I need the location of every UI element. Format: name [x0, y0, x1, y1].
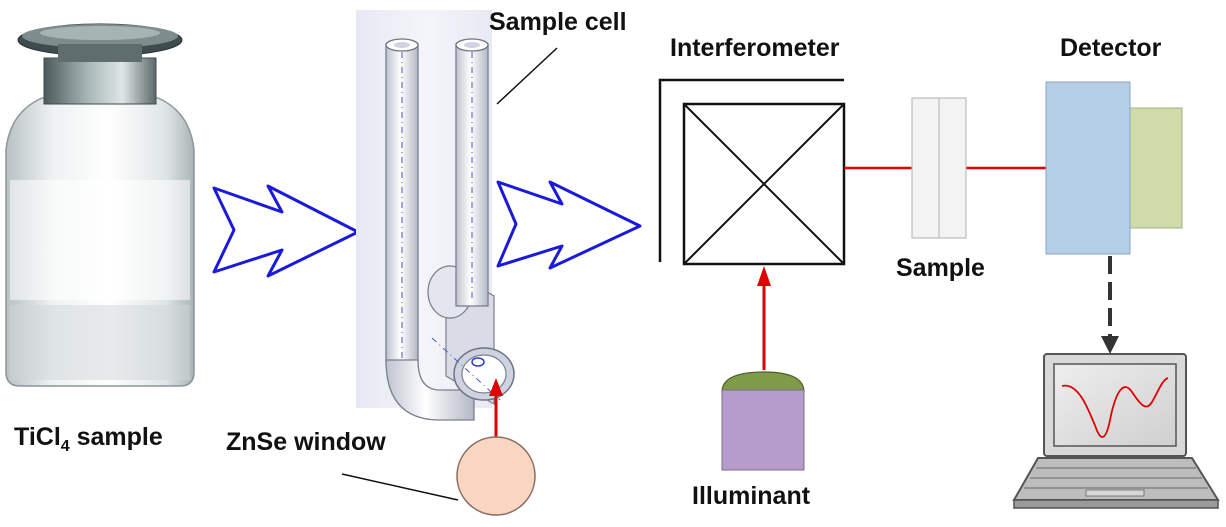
- sample-label: Sample: [896, 254, 985, 282]
- interferometer-label: Interferometer: [670, 34, 840, 62]
- illuminant-label: Illuminant: [692, 482, 811, 510]
- interferometer-box: [682, 102, 846, 266]
- ticl4-sample-label: TiCl4 sample: [14, 423, 163, 455]
- znse-window-label: ZnSe window: [226, 428, 386, 456]
- illuminant-beam-arrowhead: [757, 266, 771, 286]
- illuminant-source: [721, 371, 805, 471]
- bottle-icon: [5, 23, 195, 387]
- flow-arrow-icon: [212, 184, 360, 278]
- znse-window-disc: [456, 436, 536, 516]
- sample-cell-label: Sample cell: [489, 8, 627, 36]
- detector-label: Detector: [1060, 34, 1162, 62]
- detector-unit: [1045, 81, 1183, 255]
- window-beam-arrowhead: [489, 378, 503, 396]
- laptop-spectrum-icon: [1012, 353, 1220, 509]
- sample-slab: [911, 97, 967, 239]
- flow-arrow-icon: [496, 180, 642, 270]
- interferometer-housing: [658, 78, 844, 262]
- sample-cell-leader-line: [496, 47, 558, 105]
- znse-leader-line: [341, 473, 459, 501]
- u-tube-cell-icon: [356, 10, 515, 421]
- signal-arrowhead: [1101, 336, 1119, 354]
